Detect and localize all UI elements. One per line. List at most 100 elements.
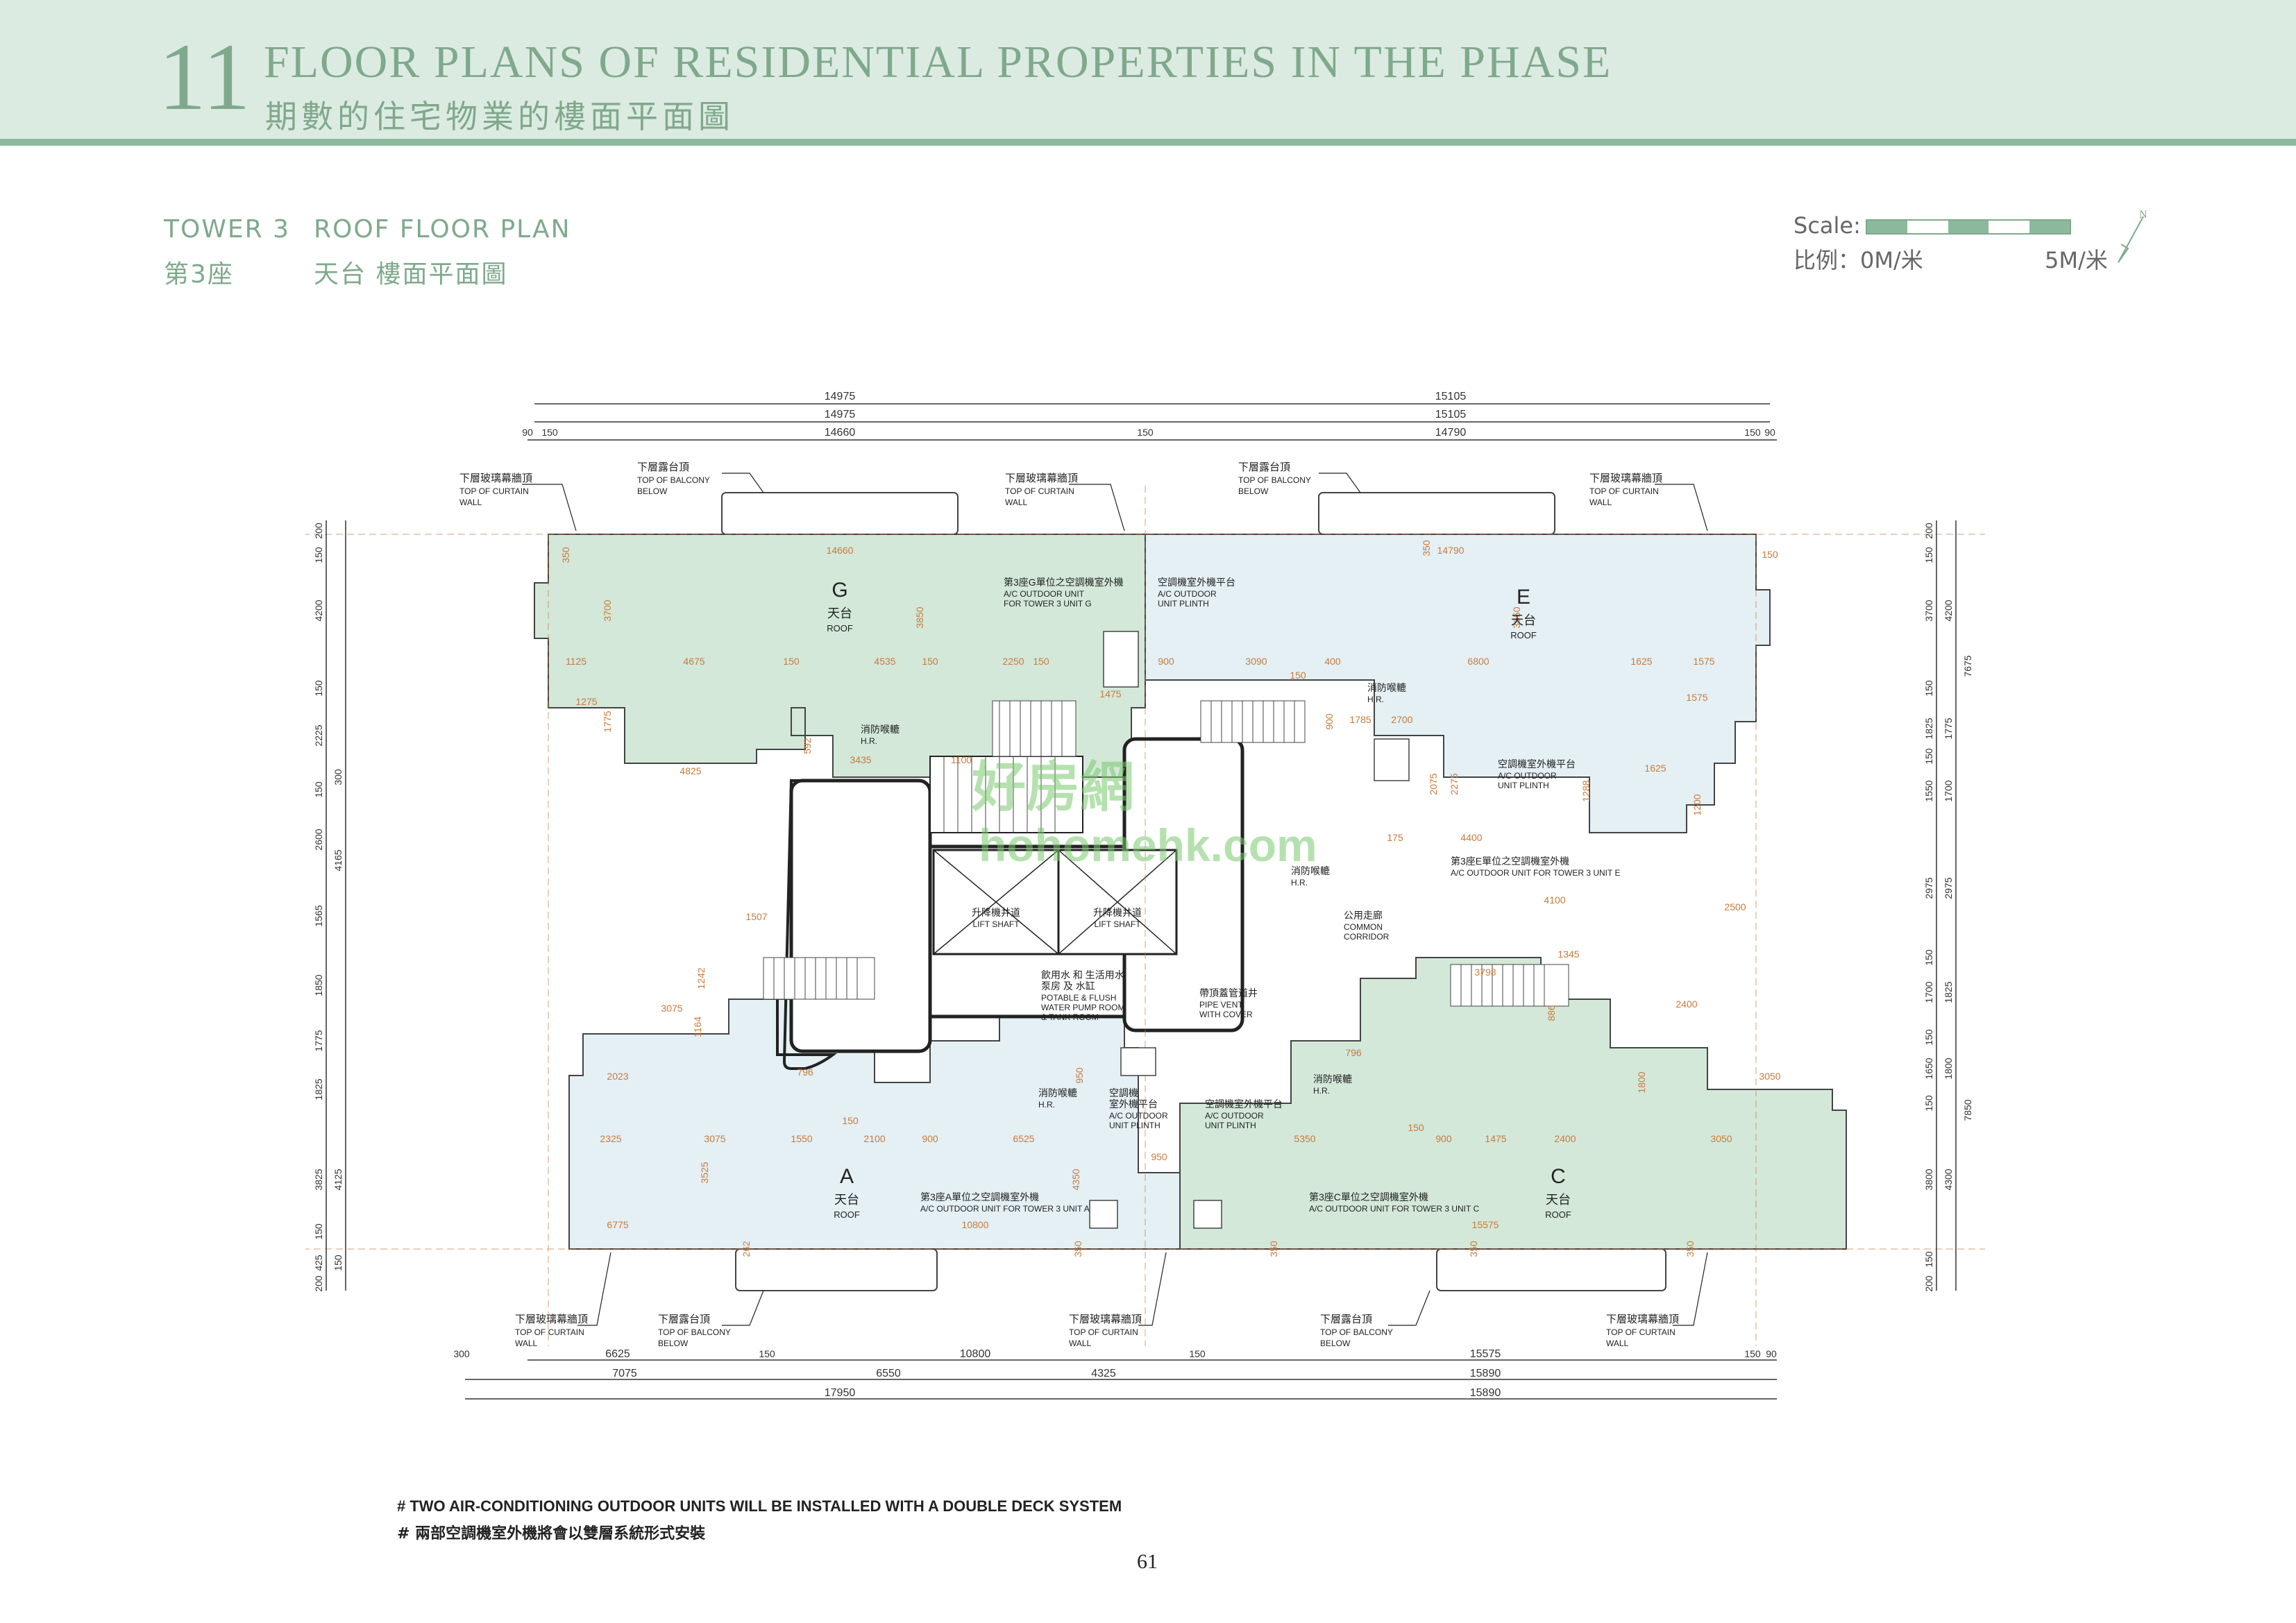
dim-left-a7: 1565 [313, 905, 324, 926]
callout-curtain-en1: TOP OF CURTAIN [1005, 486, 1074, 496]
pump-zh1: 飲用水 和 生活用水 [1041, 969, 1124, 980]
inner-dim: 1275 [575, 696, 597, 707]
dim-right-a15: 200 [1923, 1275, 1934, 1292]
inner-dim: 2400 [1554, 1133, 1576, 1144]
dim-bot3-0: 17950 [825, 1387, 856, 1399]
pipe-en1: PIPE VENT [1199, 1000, 1243, 1010]
ac-plinth-c [1193, 1200, 1222, 1229]
tower-label-zh: 第3座 [164, 260, 234, 289]
inner-dim: 2700 [1391, 714, 1412, 725]
inner-dim: 1288 [1580, 780, 1592, 801]
inner-dim: 350 [1268, 1241, 1279, 1257]
inner-dim: 150 [1762, 549, 1778, 560]
dim-bot1-1: 6625 [605, 1348, 630, 1360]
stair-core [929, 756, 1083, 833]
inner-dim: 2075 [1428, 773, 1439, 794]
dim-top2-b: 15105 [1435, 409, 1467, 420]
inner-dim: 350 [1468, 1241, 1479, 1257]
corridor-zh: 公用走廊 [1344, 910, 1383, 921]
dim-bot1-4: 150 [1189, 1348, 1206, 1359]
pump-en1: POTABLE & FLUSH [1041, 993, 1116, 1003]
corridor-en2: CORRIDOR [1344, 932, 1390, 942]
header-band [0, 0, 2296, 139]
ac-plinth-zh: 空調機室外機平台 [1205, 1098, 1283, 1110]
inner-dim: 796 [797, 1067, 813, 1078]
pipe-en2: WITH COVER [1199, 1010, 1253, 1019]
dim-right-b3: 2975 [1943, 877, 1954, 899]
dim-right-a14: 150 [1923, 1251, 1934, 1268]
callout-balcony-zh: 下層露台頂 [1238, 461, 1290, 473]
dim-left-c0: 300 [332, 769, 344, 785]
inner-dim: 3435 [850, 754, 871, 765]
ac-plinth-g [1103, 631, 1139, 688]
dim-bot3-1: 15890 [1470, 1387, 1501, 1399]
pump-en2: WATER PUMP ROOM [1041, 1003, 1124, 1012]
dim-top1-b: 15105 [1435, 391, 1467, 402]
pipe-zh: 帶頂蓋管道井 [1199, 987, 1258, 999]
callout-curtain-en1: TOP OF CURTAIN [515, 1327, 584, 1337]
footnote-en: # TWO AIR-CONDITIONING OUTDOOR UNITS WIL… [397, 1497, 1122, 1515]
inner-dim: 350 [1421, 540, 1432, 556]
section-title-zh: 期數的住宅物業的樓面平面圖 [265, 98, 734, 135]
dim-right-b2: 1700 [1943, 780, 1954, 801]
inner-dim: 4100 [1544, 894, 1565, 906]
ac-plinth-a-zh: 空調機 [1109, 1087, 1138, 1098]
inner-dim: 4400 [1460, 832, 1482, 843]
dim-bot1-6: 150 [1744, 1348, 1761, 1359]
watermark-zh: 好房網 [972, 756, 1135, 819]
inner-dim: 150 [842, 1115, 859, 1126]
dim-bot2-3: 15890 [1470, 1368, 1501, 1379]
dim-left-a4: 2225 [313, 724, 324, 746]
inner-dim: 3050 [1710, 1133, 1732, 1144]
pump-en3: & TANK ROOM [1041, 1012, 1099, 1022]
inner-dim: 1100 [951, 754, 972, 765]
callout-balcony-en2: BELOW [1320, 1339, 1351, 1348]
ac-plinth-en1: A/C OUTDOOR [1158, 589, 1217, 599]
dim-right-a2: 3700 [1923, 600, 1934, 621]
dim-bot2-1: 6550 [876, 1368, 901, 1379]
dim-right-b0: 4200 [1943, 600, 1954, 621]
inner-dim: 1775 [602, 711, 613, 732]
ac-g-zh: 第3座G單位之空調機室外機 [1004, 577, 1124, 588]
inner-dim: 3050 [1759, 1071, 1780, 1082]
hr-label-zh: 消防喉轆 [861, 724, 900, 735]
stair-lower-right [1450, 964, 1569, 1007]
callout-curtain-en1: TOP OF CURTAIN [1589, 486, 1659, 496]
dim-left-c2: 4125 [332, 1169, 344, 1190]
ac-plinth-en2: UNIT PLINTH [1205, 1121, 1256, 1130]
dim-right-a8: 150 [1923, 949, 1934, 966]
inner-dim: 3850 [914, 606, 925, 628]
dim-top3-6: 90 [1764, 427, 1775, 438]
inner-dim: 1345 [1558, 949, 1579, 960]
ac-plinth-a [1120, 1047, 1156, 1076]
dim-right-a0: 200 [1923, 522, 1934, 539]
balcony-top-left [721, 492, 959, 535]
dim-bot1-3: 10800 [960, 1348, 991, 1360]
dim-right-b1: 1775 [1943, 717, 1954, 739]
ac-plinth-a-zh2: 室外機平台 [1109, 1098, 1158, 1110]
dim-left-c3: 150 [332, 1255, 344, 1271]
dim-right-b5: 1800 [1943, 1057, 1954, 1079]
inner-dim: 2275 [1449, 773, 1460, 794]
inner-dim: 350 [1072, 1241, 1083, 1257]
dim-left-a0: 200 [313, 522, 324, 539]
dim-top3-5: 150 [1744, 427, 1761, 438]
callout-curtain-zh: 下層玻璃幕牆頂 [1069, 1314, 1142, 1325]
watermark-en: hohomehk.com [979, 819, 1317, 871]
callout-curtain-zh: 下層玻璃幕牆頂 [515, 1314, 588, 1325]
hr-label-en: H.R. [1291, 878, 1308, 887]
inner-dim: 3075 [704, 1133, 725, 1144]
inner-dim: 150 [1408, 1122, 1424, 1133]
inner-dim: 350 [1685, 1241, 1696, 1257]
inner-dim: 900 [1324, 713, 1335, 730]
inner-dim: 3798 [1474, 967, 1496, 978]
inner-dim: 1164 [692, 1017, 703, 1037]
lift-zh: 升降機井道 [1093, 907, 1142, 918]
callout-balcony-en1: TOP OF BALCONY [1238, 475, 1311, 485]
dim-right-a5: 150 [1923, 748, 1934, 765]
inner-dim: 1200 [1691, 794, 1703, 815]
dim-right-a7: 2975 [1923, 877, 1934, 899]
dim-left-a8: 1850 [313, 974, 324, 996]
lift-en: LIFT SHAFT [972, 919, 1020, 929]
inner-dim: 950 [1151, 1151, 1167, 1162]
